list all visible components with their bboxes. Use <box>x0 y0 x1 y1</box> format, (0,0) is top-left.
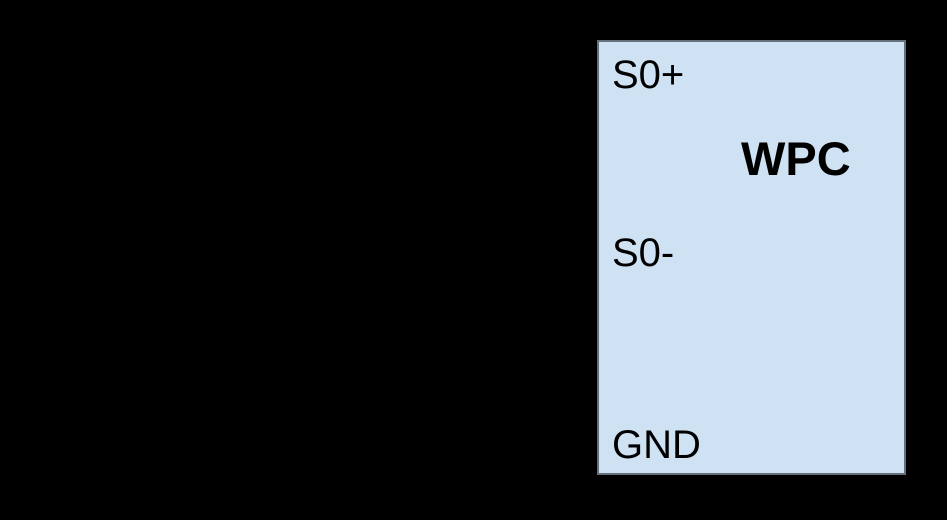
block-title: WPC <box>741 132 851 185</box>
pin-label-s0-minus: S0- <box>612 231 675 275</box>
pin-label-gnd: GND <box>612 423 701 467</box>
pin-label-s0-plus: S0+ <box>612 53 685 97</box>
wpc-block: S0+ WPC S0- GND <box>597 40 906 475</box>
